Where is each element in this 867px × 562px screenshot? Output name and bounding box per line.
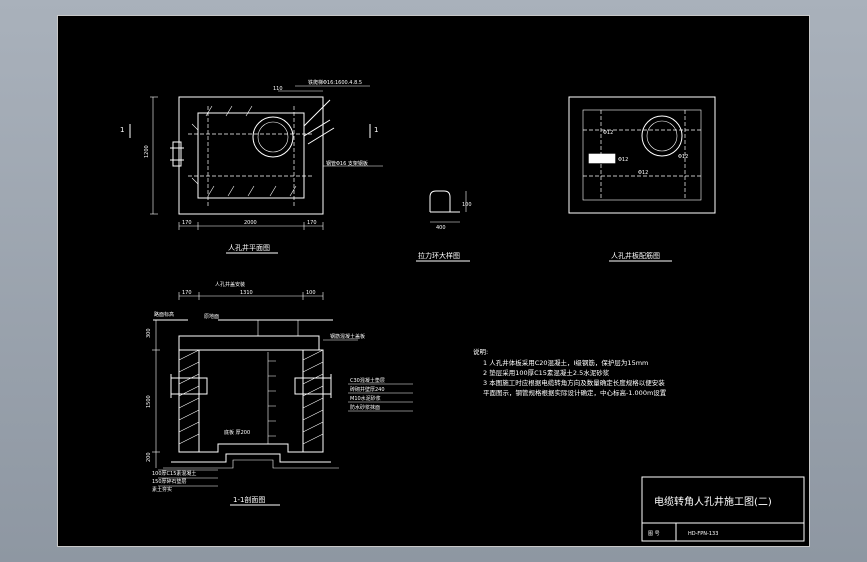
- rebar-label-2: Φ12: [618, 157, 628, 163]
- cad-drawing: 1 1 110 铁爬梯Φ16:1600.4.8.5 钢管Φ16 支架钢板 120…: [120, 79, 805, 542]
- plan-title: 人孔井平面图: [228, 243, 270, 252]
- plan-dim-left-margin: 170: [182, 220, 192, 226]
- plan-callout-top: 铁爬梯Φ16:1600.4.8.5: [308, 79, 362, 86]
- plan-outer-wall: [178, 96, 324, 215]
- notes-heading: 说明:: [473, 347, 488, 356]
- title-block: [641, 476, 805, 542]
- section-layer-3: M10水泥砂浆: [350, 395, 381, 402]
- section-side-dim-2: 1500: [146, 395, 152, 408]
- section-top-dim-2: 1310: [240, 290, 253, 296]
- hook-detail: [429, 190, 467, 223]
- title-block-title: 电缆转角人孔井施工图(二): [654, 495, 772, 508]
- section-top-callout: 人孔井盖安装: [215, 281, 245, 288]
- title-block-label-no: 图 号: [648, 531, 660, 537]
- notes-line-1: 1 人孔井体板采用C20混凝土，I级钢筋，保护层为15mm: [483, 358, 648, 367]
- drawing-sheet: 1 1 110 铁爬梯Φ16:1600.4.8.5 钢管Φ16 支架钢板 120…: [57, 15, 810, 547]
- notes-line-4: 平面图示，钢管规格根据实际设计确定，中心标高-1.000m设置: [483, 388, 667, 397]
- rebar-label-1: Φ12: [603, 130, 613, 136]
- plan-dim-right-margin: 170: [307, 220, 317, 226]
- section-ground-level: 原地面: [204, 313, 219, 320]
- section-base-1: 100厚C15素混凝土: [152, 470, 196, 477]
- section-top-dim-3: 100: [306, 290, 316, 296]
- plan-dim-height: 1200: [144, 145, 150, 158]
- section-bottom-label: 底板 厚200: [224, 429, 250, 436]
- plan-view: [129, 85, 383, 230]
- hook-title: 拉力环大样图: [418, 251, 460, 260]
- section-view: [152, 292, 413, 487]
- hook-dim-length: 400: [436, 225, 446, 231]
- plan-dim-total-width: 2000: [244, 220, 257, 226]
- section-base-3: 素土夯实: [152, 486, 172, 493]
- plan-dim-top-left: 110: [273, 86, 283, 92]
- section-mark-left: 1: [120, 126, 124, 134]
- section-layer-4: 防水砂浆抹面: [350, 404, 380, 411]
- notes-line-3: 3 本图施工时应根据电缆转角方向及数量确定长度规格以便安装: [483, 378, 665, 387]
- section-mark-right: 1: [374, 126, 378, 134]
- plan-manhole-opening: [252, 116, 294, 158]
- rebar-plan: [568, 96, 716, 214]
- section-side-dim-3: 200: [146, 452, 152, 462]
- section-base-2: 150厚碎石垫层: [152, 478, 187, 485]
- title-block-drawing-no: HD-FPN-133: [688, 531, 718, 537]
- section-top-dim-1: 170: [182, 290, 192, 296]
- section-road-level: 路面标高: [154, 311, 174, 318]
- rebar-label-4: Φ12: [678, 154, 688, 160]
- hook-dim-height: 100: [462, 202, 472, 208]
- section-layer-1: C30混凝土垫层: [350, 377, 385, 384]
- plan-inner-wall: [197, 112, 305, 199]
- plan-pipe-left: [172, 141, 182, 167]
- section-layer-2: 砖砌井壁厚240: [350, 386, 385, 393]
- section-title: 1-1剖面图: [233, 495, 265, 504]
- notes-line-2: 2 垫层采用100厚C15素混凝土2.5水泥砂浆: [483, 368, 610, 377]
- rebar-label-3: Φ12: [638, 170, 648, 176]
- section-side-dim-1: 300: [146, 328, 152, 338]
- section-right-callout: 钢筋混凝土盖板: [330, 333, 365, 340]
- plan-callout-right: 钢管Φ16 支架钢板: [326, 160, 368, 167]
- rebar-title: 人孔井板配筋图: [611, 251, 660, 260]
- rebar-plan-opening: [641, 115, 683, 157]
